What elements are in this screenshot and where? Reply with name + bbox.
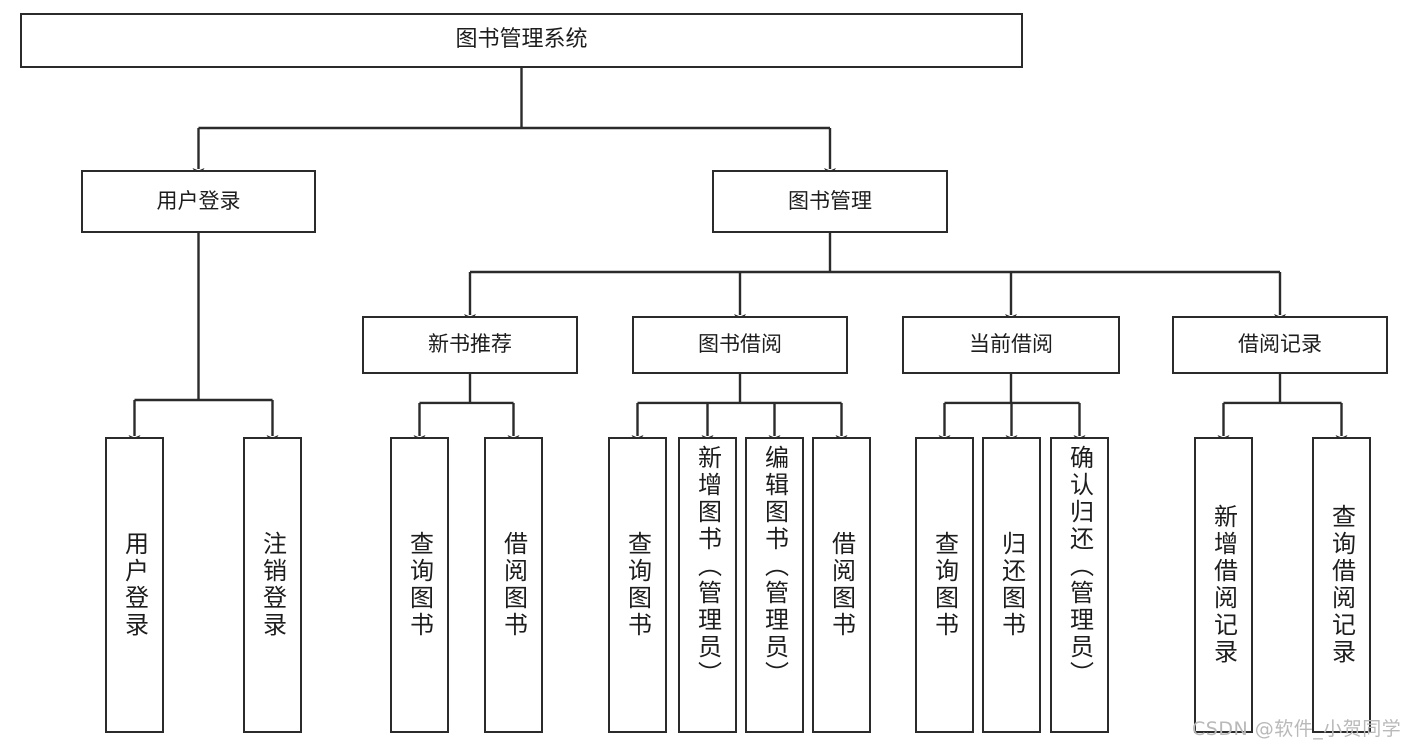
leaf-query-borrow-record-label: 查询借阅记录 [1327, 504, 1356, 666]
node-user-login[interactable]: 用户登录 [81, 170, 316, 233]
leaf-query-book-2-label: 查询图书 [623, 531, 652, 639]
leaf-borrow-book-1[interactable]: 借阅图书 [484, 437, 543, 733]
leaf-logout-label: 注销登录 [258, 531, 287, 639]
node-book-manage[interactable]: 图书管理 [712, 170, 948, 233]
leaf-borrow-book-2-label: 借阅图书 [827, 531, 856, 639]
leaf-borrow-book-2[interactable]: 借阅图书 [812, 437, 871, 733]
leaf-add-borrow-record-label: 新增借阅记录 [1209, 504, 1238, 666]
leaf-edit-book[interactable]: 编辑图书（管理员） [745, 437, 804, 733]
leaf-add-book-label: 新增图书（管理员） [693, 445, 722, 688]
node-current-borrow-label: 当前借阅 [969, 332, 1053, 357]
node-borrow-record-label: 借阅记录 [1238, 332, 1322, 357]
leaf-user-login[interactable]: 用户登录 [105, 437, 164, 733]
node-borrow-record[interactable]: 借阅记录 [1172, 316, 1388, 374]
leaf-borrow-book-1-label: 借阅图书 [499, 531, 528, 639]
node-root[interactable]: 图书管理系统 [20, 13, 1023, 68]
leaf-query-book-3[interactable]: 查询图书 [915, 437, 974, 733]
node-new-book-recommend[interactable]: 新书推荐 [362, 316, 578, 374]
node-user-login-label: 用户登录 [156, 188, 241, 213]
csdn-watermark: CSDN @软件_小贺同学 [1192, 718, 1402, 740]
leaf-query-book-1[interactable]: 查询图书 [390, 437, 449, 733]
leaf-logout[interactable]: 注销登录 [243, 437, 302, 733]
node-root-label: 图书管理系统 [455, 27, 588, 53]
leaf-query-borrow-record[interactable]: 查询借阅记录 [1312, 437, 1371, 733]
leaf-add-book[interactable]: 新增图书（管理员） [678, 437, 737, 733]
leaf-query-book-2[interactable]: 查询图书 [608, 437, 667, 733]
node-book-borrow[interactable]: 图书借阅 [632, 316, 848, 374]
node-current-borrow[interactable]: 当前借阅 [902, 316, 1120, 374]
leaf-add-borrow-record[interactable]: 新增借阅记录 [1194, 437, 1253, 733]
leaf-user-login-label: 用户登录 [120, 531, 149, 639]
leaf-return-book[interactable]: 归还图书 [982, 437, 1041, 733]
leaf-query-book-1-label: 查询图书 [405, 531, 434, 639]
leaf-edit-book-label: 编辑图书（管理员） [760, 445, 789, 688]
node-book-borrow-label: 图书借阅 [698, 332, 782, 357]
node-new-book-recommend-label: 新书推荐 [428, 332, 512, 357]
node-book-manage-label: 图书管理 [788, 188, 872, 213]
leaf-query-book-3-label: 查询图书 [930, 531, 959, 639]
leaf-confirm-return-label: 确认归还（管理员） [1065, 445, 1094, 688]
leaf-return-book-label: 归还图书 [997, 531, 1026, 639]
leaf-confirm-return[interactable]: 确认归还（管理员） [1050, 437, 1109, 733]
